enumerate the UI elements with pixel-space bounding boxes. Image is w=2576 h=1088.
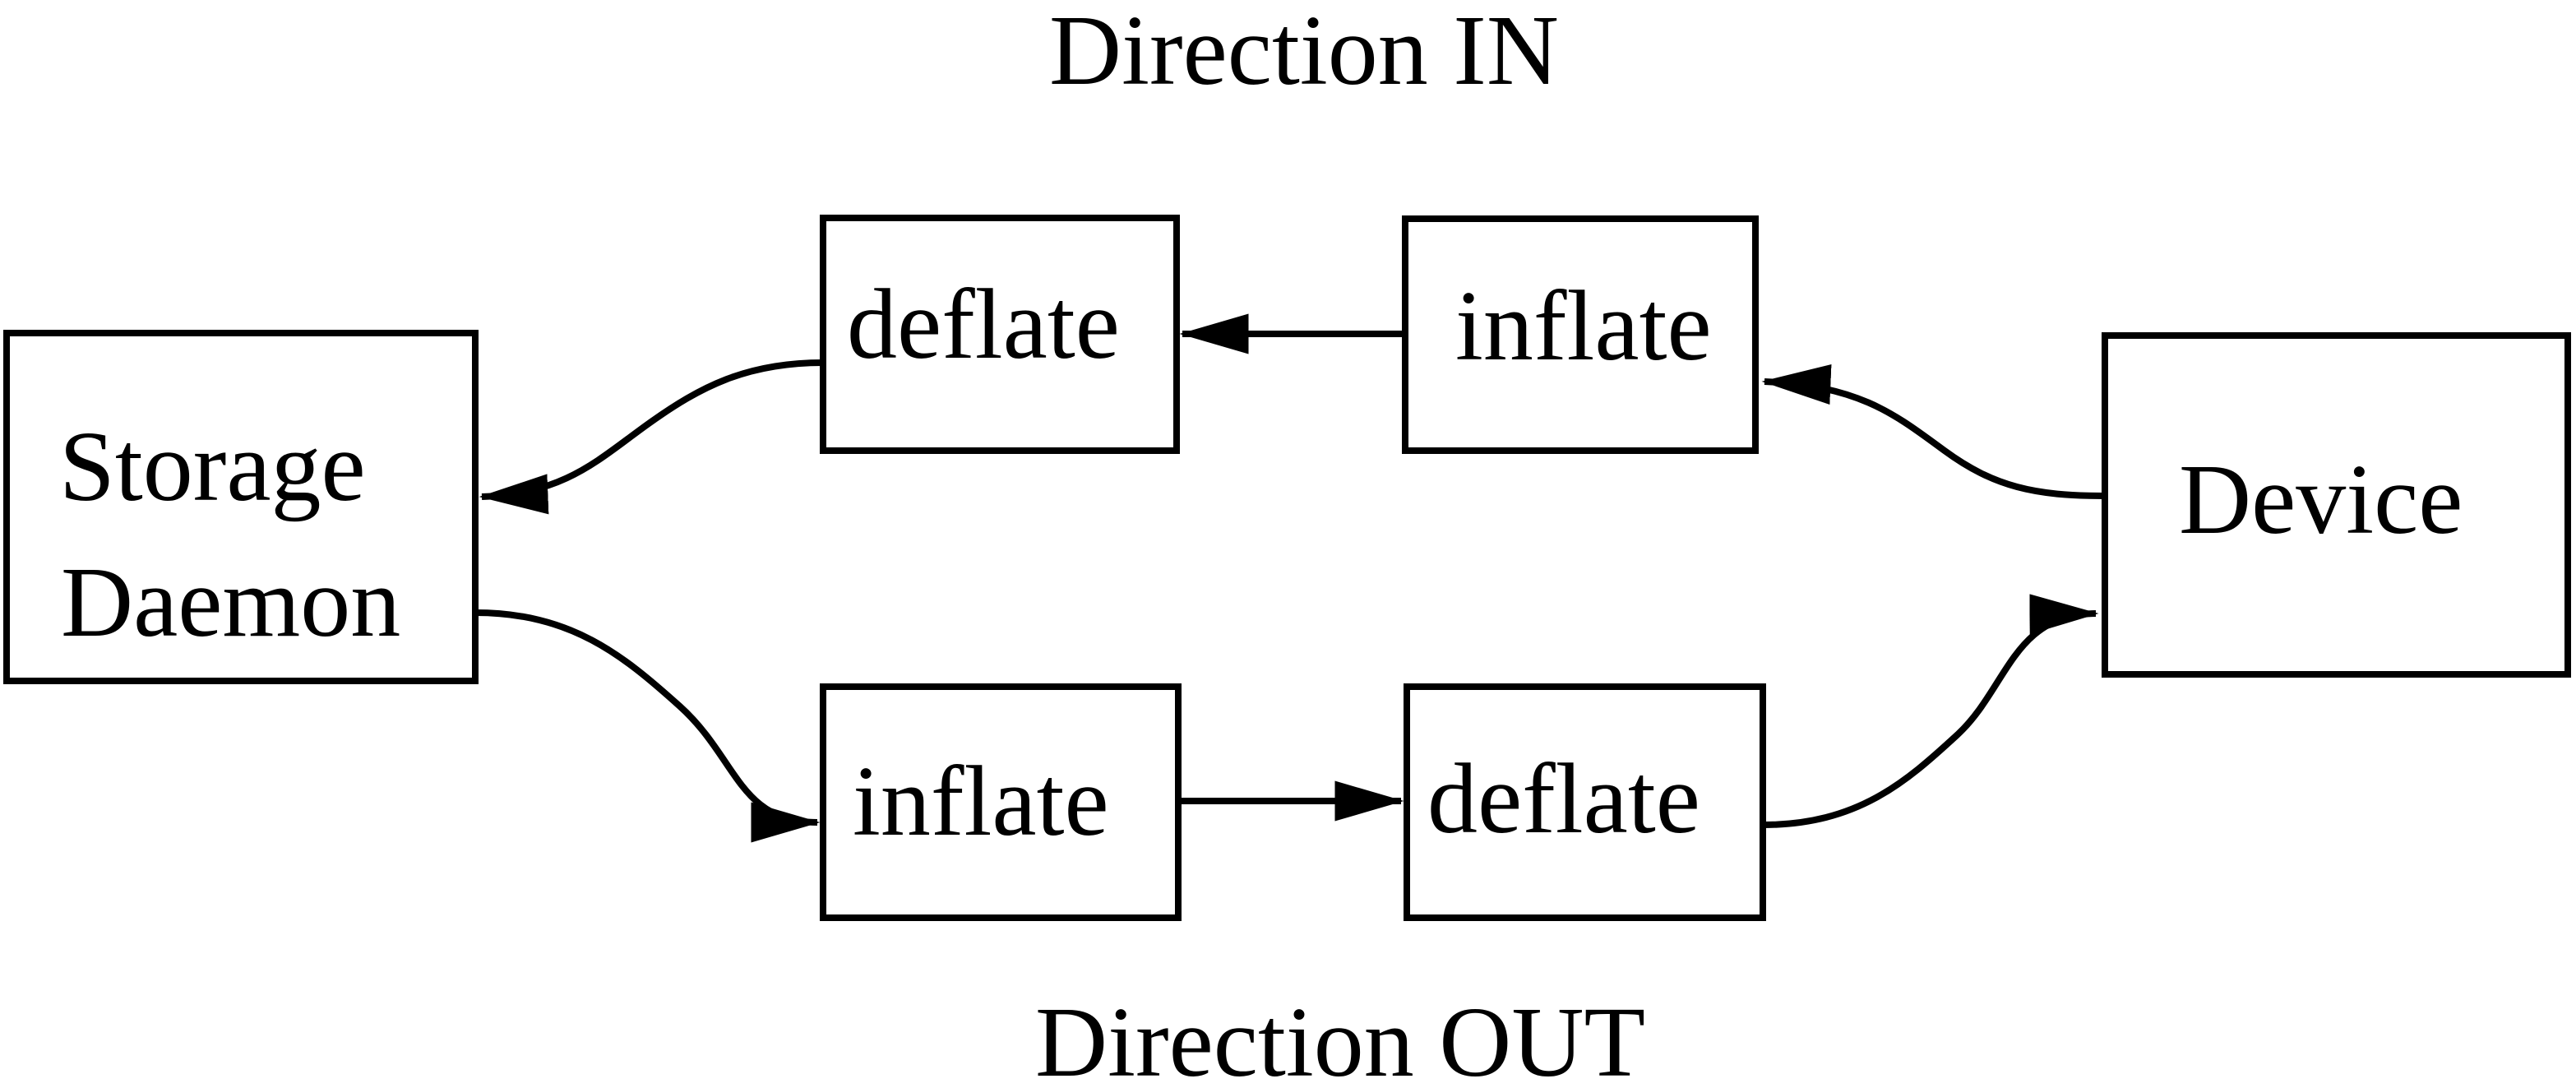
title-direction-out: Direction OUT	[1035, 987, 1645, 1088]
device-box	[2102, 332, 2571, 678]
deflate-in-box	[820, 215, 1180, 454]
deflate-out-box	[1404, 683, 1766, 921]
inflate-in-box	[1402, 215, 1759, 454]
arrow-deflate-to-storage-daemon-in	[479, 359, 824, 515]
title-direction-in: Direction IN	[1049, 0, 1559, 106]
inflate-out-label: inflate	[853, 746, 1109, 857]
inflate-out-box	[820, 683, 1182, 921]
deflate-in-label: deflate	[847, 269, 1120, 380]
arrow-storage-daemon-to-inflate-out	[474, 609, 821, 843]
storage-daemon-label-line1: Storage	[59, 411, 366, 522]
storage-daemon-box	[3, 330, 479, 684]
arrow-deflate-to-device-out	[1762, 594, 2099, 828]
device-label: Device	[2179, 444, 2463, 555]
inflate-in-label: inflate	[1455, 271, 1712, 382]
arrow-device-to-inflate-in	[1761, 364, 2106, 499]
deflate-out-label: deflate	[1427, 743, 1700, 854]
storage-daemon-label-line2: Daemon	[61, 547, 400, 658]
